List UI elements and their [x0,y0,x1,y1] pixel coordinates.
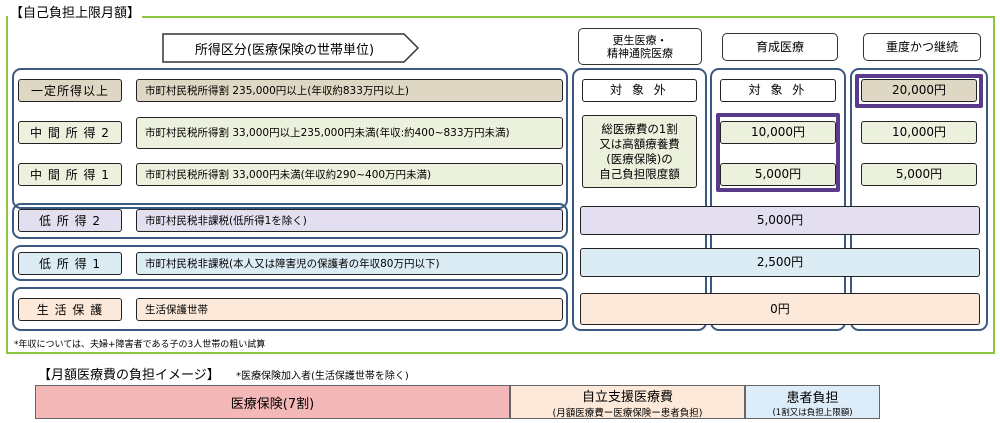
row-label-high: 一定所得以上 [18,79,122,102]
cell-high-severe: 20,000円 [861,79,977,102]
row-label-welfare: 生 活 保 護 [18,298,122,321]
income-class-header: 所得区分(医療保険の世帯単位) [194,42,375,58]
severe-col-outline [850,68,988,331]
income-class-arrow [162,33,420,63]
bar-support-sub: (月額医療費ー医療保険ー患者負担) [552,407,703,419]
income-rows-outline [12,68,568,209]
col-head-severe: 重度かつ継続 [863,33,981,61]
col-head-rehab: 更生医療・ 精神通院医療 [578,28,702,65]
income-note: *年収については、夫婦+障害者である子の3人世帯の粗い試算 [14,340,266,350]
bar-insurance: 医療保険(7割) [35,385,510,419]
row-label-low1: 低 所 得 1 [18,252,122,275]
row-desc-high: 市町村民税所得割 235,000円以上(年収約833万円以上) [136,79,563,102]
highlight-ikusei-mid [716,113,840,192]
row-desc-mid1: 市町村民税所得割 33,000円未満(年収約290~400万円未満) [136,163,563,186]
row-outline-low1 [12,245,568,281]
row-outline-low2 [12,203,568,239]
cell-high-rehab: 対 象 外 [582,79,697,102]
image-note: *医療保険加入者(生活保護世帯を除く) [236,371,409,382]
bar-support: 自立支援医療費 (月額医療費ー医療保険ー患者負担) [510,385,745,419]
cell-mid2-severe: 10,000円 [861,121,977,144]
cell-mid1-severe: 5,000円 [861,163,977,186]
cell-low1-all: 2,500円 [580,248,980,277]
cell-mid1-ikusei: 5,000円 [720,163,836,186]
bar-patient: 患者負担 (1割又は負担上限額) [745,385,880,419]
cell-welfare-all: 0円 [580,293,980,325]
bar-support-title: 自立支援医療費 [581,389,673,405]
image-title: 【月額医療費の負担イメージ】 [38,368,220,383]
cell-low2-all: 5,000円 [580,206,980,235]
col-head-ikusei: 育成医療 [722,33,838,61]
row-desc-low1: 市町村民税非課税(本人又は障害児の保護者の年収80万円以下) [136,252,563,275]
highlight-severe-high [855,74,983,108]
row-desc-low2: 市町村民税非課税(低所得1を除く) [136,209,563,232]
row-desc-welfare: 生活保護世帯 [136,298,563,321]
bar-insurance-label: 医療保険(7割) [230,396,315,412]
row-label-mid2: 中 間 所 得 2 [18,121,122,144]
cell-mid2-ikusei: 10,000円 [720,121,836,144]
ikusei-col-outline [710,68,846,331]
frame-title: 【自己負担上限月額】 [8,2,143,21]
row-outline-welfare [12,287,568,331]
cell-mid-rehab: 総医療費の1割 又は高額療養費 (医療保険)の 自己負担限度額 [582,115,697,188]
bar-patient-title: 患者負担 [786,390,839,406]
row-desc-mid2: 市町村民税所得割 33,000円以上235,000円未満(年収:約400~833… [136,117,563,149]
cell-high-ikusei: 対 象 外 [720,79,836,102]
limit-frame [6,16,995,354]
row-label-mid1: 中 間 所 得 1 [18,163,122,186]
row-label-low2: 低 所 得 2 [18,209,122,232]
bar-patient-sub: (1割又は負担上限額) [772,407,853,418]
rehab-col-outline [572,68,707,331]
